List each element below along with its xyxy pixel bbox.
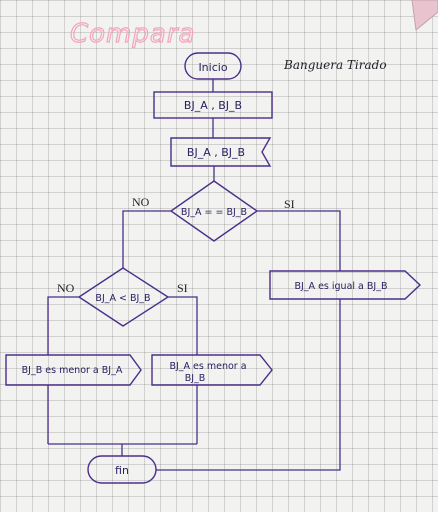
output-less xyxy=(151,354,273,386)
end-terminal xyxy=(87,455,157,484)
decision-less-label: BJ_A < BJ_B xyxy=(95,293,150,304)
no-label-2: NO xyxy=(57,281,75,295)
input-label: BJ_A , BJ_B xyxy=(187,146,245,159)
declare-label: BJ_A , BJ_B xyxy=(184,99,242,112)
connector-yes-2 xyxy=(168,296,198,355)
output-equal xyxy=(269,270,422,300)
decision-less xyxy=(77,267,170,327)
yes-label-1: SI xyxy=(284,197,295,211)
output-less-label-2: BJ_B xyxy=(185,373,206,384)
input-shape xyxy=(170,137,272,167)
decision-equal-label: BJ_A = = BJ_B xyxy=(181,207,247,218)
output-greater xyxy=(5,354,142,386)
corner-marker xyxy=(411,0,438,31)
connector-yes-1 xyxy=(257,210,341,271)
output-equal-label: BJ_A es igual a BJ_B xyxy=(294,281,387,292)
connector-no-2 xyxy=(47,296,79,355)
end-label: fin xyxy=(115,464,129,477)
yes-label-2: SI xyxy=(177,281,188,295)
decision-equal xyxy=(169,180,259,242)
output-greater-label: BJ_B es menor a BJ_A xyxy=(22,365,123,376)
connector-equal-to-end xyxy=(156,299,341,471)
author-name: Banguera Tirado xyxy=(283,58,387,72)
diagram-title: Compara xyxy=(70,19,195,49)
output-less-label: BJ_A es menor a xyxy=(169,361,246,372)
connector-no-1 xyxy=(122,210,171,268)
no-label-1: NO xyxy=(132,195,150,209)
start-label: Inicio xyxy=(198,61,227,74)
